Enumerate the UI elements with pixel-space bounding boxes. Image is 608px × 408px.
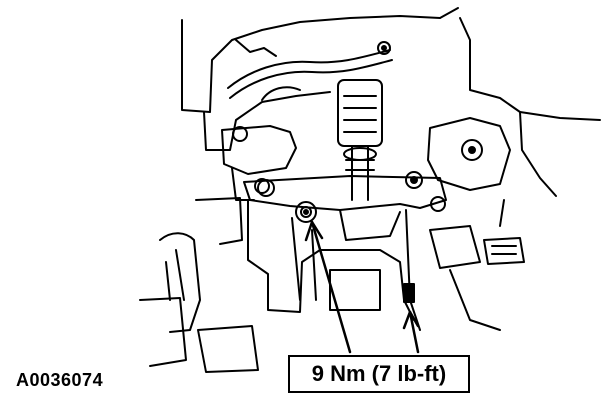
figure-id-label: A0036074	[16, 370, 104, 390]
callout-leader-arrows	[304, 220, 420, 354]
mounting-plate	[243, 171, 447, 211]
lower-column-body	[247, 199, 421, 331]
bolt-marker-icon	[295, 201, 317, 223]
torque-spec-label: 9 Nm (7 lb-ft)	[288, 355, 470, 393]
right-bracket	[427, 117, 511, 212]
wiring-harness	[227, 39, 393, 101]
upper-housing-outline	[181, 7, 601, 197]
right-connector	[429, 199, 525, 331]
left-panel	[139, 197, 259, 373]
steering-shaft	[337, 79, 383, 201]
